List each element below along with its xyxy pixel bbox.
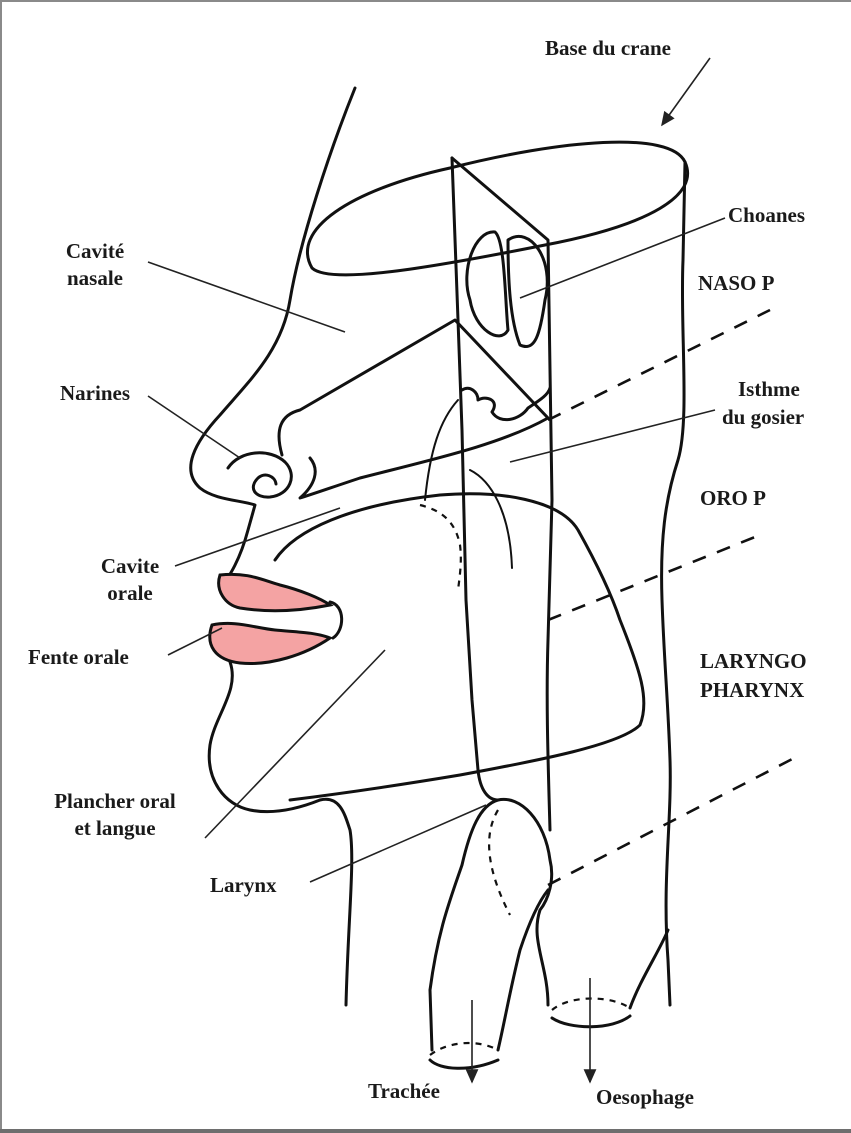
choana-right xyxy=(506,235,549,348)
oesophagus-right-edge xyxy=(628,928,670,1010)
label-choanes: Choanes xyxy=(728,203,805,227)
leader-cavite-orale xyxy=(174,507,341,567)
nostril-outline xyxy=(226,451,293,499)
tongue-back xyxy=(469,469,513,569)
label-narines: Narines xyxy=(60,381,130,405)
larynx-outline xyxy=(428,798,500,1052)
label-fente-orale: Fente orale xyxy=(28,645,129,669)
leader-choanes xyxy=(519,217,726,299)
frame-bottom-border xyxy=(0,1129,851,1133)
lower-lip xyxy=(208,621,334,665)
label-plancher-1: Plancher oral xyxy=(54,789,176,813)
label-naso-p: NASO P xyxy=(698,271,775,295)
naso-oro-boundary xyxy=(547,308,771,422)
larynx-front xyxy=(496,797,554,1007)
oesophagus-bottom-ring xyxy=(551,997,631,1011)
leader-cavite-nasale xyxy=(147,261,346,333)
teeth-dotted-line xyxy=(419,503,462,591)
trachea-right-edge xyxy=(496,888,550,1052)
tongue-outline xyxy=(273,492,646,802)
label-plancher-2: et langue xyxy=(74,816,155,840)
mouth-corner xyxy=(328,600,344,640)
upper-lip xyxy=(217,572,334,613)
frame-top-border xyxy=(0,0,851,2)
leader-fente-orale xyxy=(167,627,223,656)
oesophagus-edge-bottom xyxy=(550,1014,632,1029)
pharynx-back-edge xyxy=(450,156,554,832)
soft-palate-uvula xyxy=(460,386,552,422)
chin-jaw-outline xyxy=(207,660,354,1007)
frame-left-border xyxy=(0,0,2,1133)
face-profile-outline xyxy=(189,86,357,592)
leader-narines xyxy=(147,395,241,459)
leader-isthme xyxy=(509,409,716,463)
leader-base-du-crane xyxy=(661,57,711,127)
label-laryngo-2: PHARYNX xyxy=(700,678,804,702)
label-laryngo-1: LARYNGO xyxy=(700,649,807,673)
label-trachee: Trachée xyxy=(368,1079,440,1103)
pharynx-right-edge xyxy=(660,160,687,1007)
label-base-du-crane: Base du crane xyxy=(545,36,671,60)
larynx-dashed-inner xyxy=(488,809,511,916)
oro-laryngo-boundary xyxy=(547,533,761,622)
label-oesophage: Oesophage xyxy=(596,1085,694,1109)
label-isthme-2: du gosier xyxy=(722,405,804,429)
label-larynx: Larynx xyxy=(210,873,277,897)
trachea-edge-left xyxy=(428,1058,500,1070)
laryngo-end-boundary xyxy=(547,753,801,887)
label-oro-p: ORO P xyxy=(700,486,766,510)
choana-left xyxy=(465,230,510,338)
label-cavite-nasale-1: Cavité xyxy=(66,239,124,263)
trachea-bottom-ring xyxy=(429,1041,499,1056)
label-isthme-1: Isthme xyxy=(738,377,800,401)
label-cavite-orale-1: Cavite xyxy=(101,554,159,578)
pharynx-front-edge xyxy=(450,156,500,802)
leader-larynx xyxy=(309,804,487,883)
label-cavite-nasale-2: nasale xyxy=(67,266,123,290)
nasal-cavity-outline xyxy=(277,318,550,500)
leader-plancher xyxy=(204,649,386,839)
label-cavite-orale-2: orale xyxy=(107,581,152,605)
palatine-arch xyxy=(424,399,459,501)
